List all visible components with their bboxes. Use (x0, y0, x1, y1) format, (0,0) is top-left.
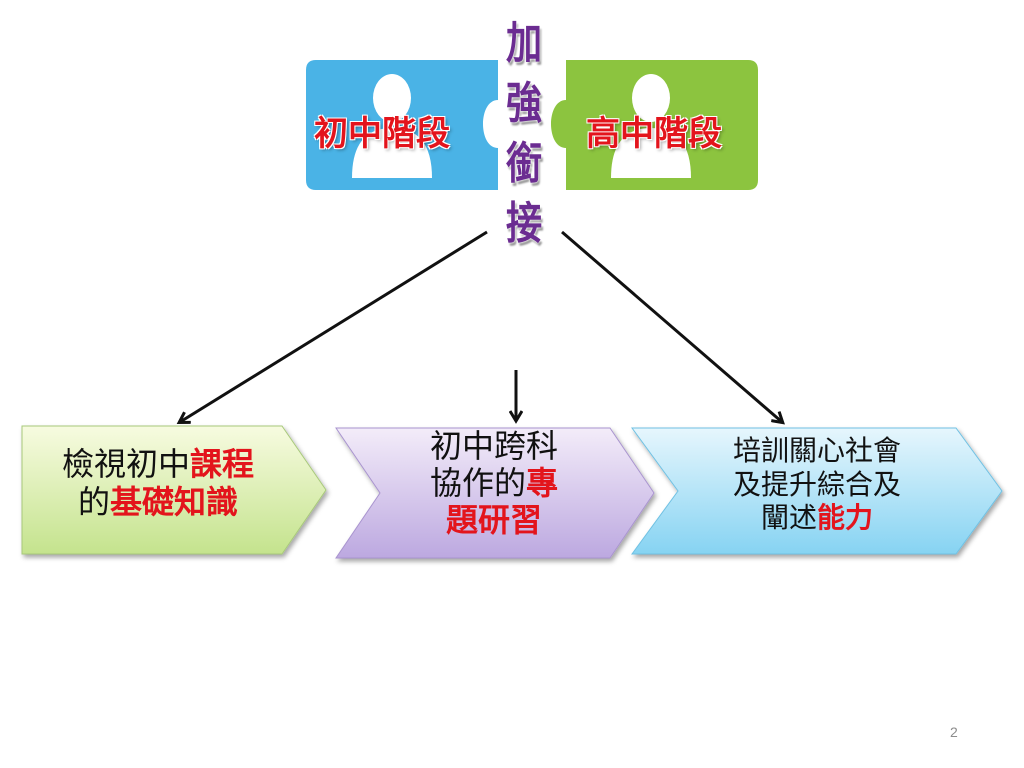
vertical-title-char: 強 (505, 78, 543, 129)
box-2-line-2-plain: 協作的 (429, 463, 526, 502)
vertical-title-char: 加 (505, 18, 543, 69)
box-3-text: 培訓關心社會 及提升綜合及 闡述能力 (690, 434, 944, 535)
box-2-line-1: 初中跨科 (429, 427, 558, 465)
box-1-line-1-plain: 檢視初中 (61, 445, 190, 483)
box-1-line-2-highlight: 基礎知識 (110, 482, 239, 521)
box-3-shape (631, 427, 1003, 555)
right-piece-label: 高中階段 (586, 114, 722, 154)
right-puzzle-shape (551, 60, 758, 190)
arrow-to-box-3 (561, 230, 782, 422)
box-2-line-3: 題研習 (445, 500, 542, 539)
box-3-line-3: 闡述能力 (690, 501, 944, 535)
vertical-title-char: 銜 (505, 138, 543, 189)
box-2-line-2: 協作的專 (388, 463, 600, 502)
box-1-shape (21, 425, 327, 555)
box-1-text: 檢視初中課程 的基礎知識 (26, 445, 290, 522)
vertical-title: 加 強 銜 接 (496, 14, 552, 254)
box-1-line-1: 檢視初中課程 (26, 445, 290, 484)
box-3-line-3-plain: 闡述 (760, 501, 817, 535)
page-number: 2 (950, 724, 958, 740)
box-2-line-2-highlight: 專 (526, 463, 559, 502)
box-2-shape (335, 427, 655, 559)
arrow-to-box-1 (180, 230, 488, 422)
person-icon (611, 74, 691, 178)
left-piece-label: 初中階段 (314, 114, 450, 154)
person-icon (352, 74, 432, 178)
box-1-line-1-highlight: 課程 (190, 445, 255, 483)
box-2-text: 初中跨科 協作的專 題研習 (388, 428, 600, 538)
right-puzzle-piece (551, 60, 758, 190)
vertical-title-char: 接 (505, 198, 543, 249)
box-3-line-2: 及提升綜合及 (732, 467, 901, 501)
box-3-line-3-highlight: 能力 (817, 501, 874, 535)
left-puzzle-piece (306, 60, 498, 190)
box-1-line-2: 的基礎知識 (26, 482, 290, 522)
box-1-line-2-plain: 的 (77, 482, 110, 521)
left-puzzle-shape (306, 60, 498, 190)
box-3-line-1: 培訓關心社會 (732, 434, 901, 467)
